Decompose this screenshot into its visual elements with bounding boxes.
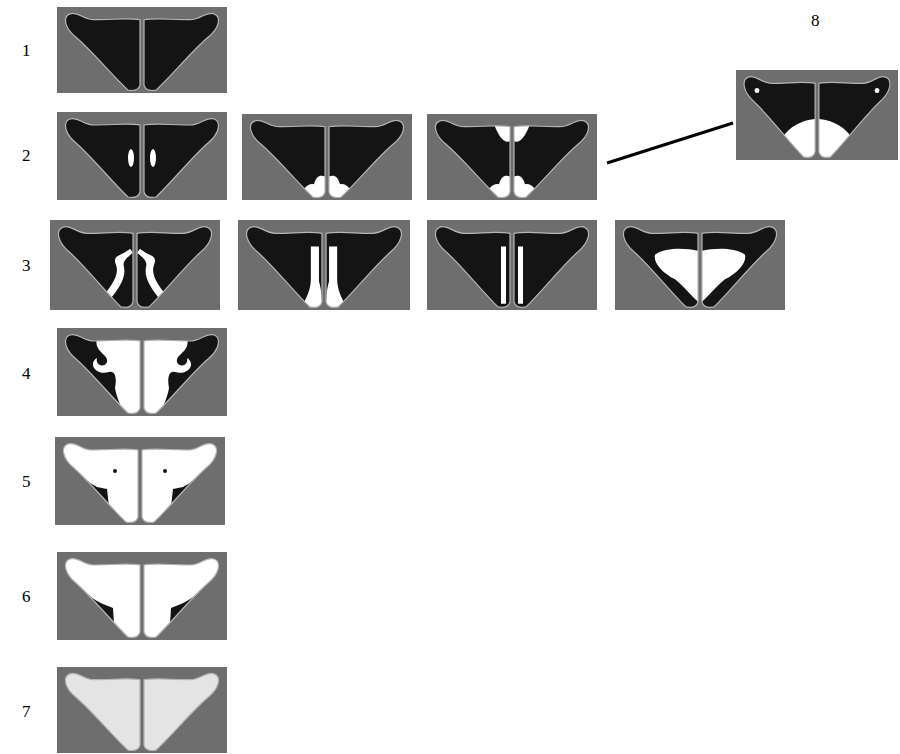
fluke-panel — [57, 552, 227, 642]
fluke-panel — [55, 437, 225, 527]
row-number: 1 — [22, 42, 31, 59]
fluke-panel — [50, 220, 220, 310]
row-number: 7 — [22, 703, 31, 720]
connector-line — [607, 123, 733, 163]
fluke-panel — [427, 114, 597, 200]
fluke-panel — [57, 112, 227, 200]
row-number: 8 — [811, 12, 820, 29]
fluke-panel — [615, 220, 785, 310]
fluke-panel — [736, 70, 898, 160]
fluke-panel — [242, 114, 412, 200]
fluke-panel — [238, 220, 410, 310]
fluke-panel — [427, 220, 597, 310]
fluke-panel — [57, 7, 227, 93]
row-number: 6 — [22, 588, 31, 605]
fluke-panel — [57, 328, 227, 416]
row-number: 5 — [22, 473, 31, 490]
row-number: 4 — [22, 365, 31, 382]
row-number: 2 — [22, 147, 31, 164]
row-number: 3 — [22, 257, 31, 274]
fluke-panel — [57, 667, 227, 754]
